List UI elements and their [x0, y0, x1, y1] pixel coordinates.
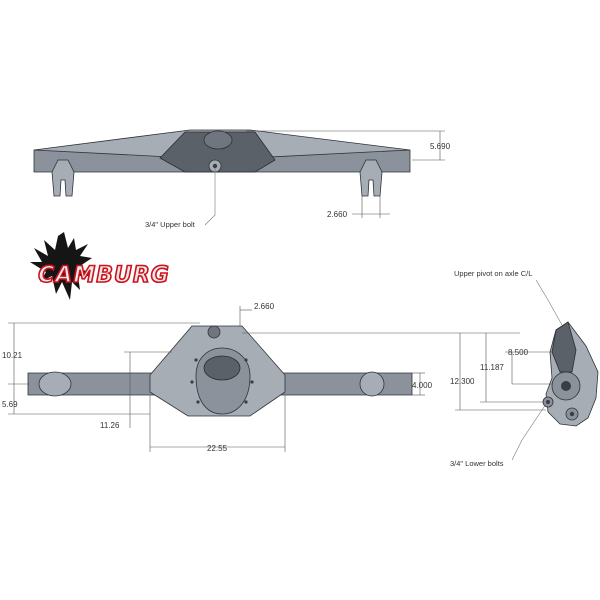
side-view-lower-bolts-note: 3/4" Lower bolts — [450, 459, 504, 468]
camburg-logo: CAMBURG — [30, 232, 170, 300]
side-view-upper-height-dim: 11.187 — [480, 363, 504, 372]
front-view-overall-height-dim: 10.21 — [2, 351, 23, 360]
top-view-right-mount — [359, 159, 383, 197]
top-view-pinion — [203, 130, 233, 150]
top-view: 5.690 2.660 3/4" Upper bolt — [33, 129, 451, 229]
top-view-height-dim: 5.690 — [430, 142, 451, 151]
side-view: 8.500 11.187 12.300 Upper pivot on axle … — [450, 269, 599, 468]
top-view-left-mount — [51, 159, 75, 197]
front-view-mount-spacing-dim: 22.55 — [207, 444, 228, 453]
front-view-tube-dia-dim: 4.000 — [412, 381, 433, 390]
side-view-pivot-height-dim: 8.500 — [508, 348, 529, 357]
front-view-center-to-mount-dim: 11.26 — [100, 421, 120, 430]
side-view-total-height-dim: 12.300 — [450, 377, 475, 386]
logo-text: CAMBURG — [38, 263, 170, 288]
eagle-icon — [30, 232, 92, 300]
front-view: 2.660 10.21 5.69 4.000 11.26 22.55 — [2, 302, 520, 453]
top-view-mount-dim: 2.660 — [327, 210, 348, 219]
front-view-upper-offset-dim: 2.660 — [254, 302, 275, 311]
top-view-center-housing — [159, 131, 276, 173]
side-view-upper-pivot-note: Upper pivot on axle C/L — [454, 269, 532, 278]
top-view-bolt-note: 3/4" Upper bolt — [145, 220, 196, 229]
front-view-tube-height-dim: 5.69 — [2, 400, 18, 409]
